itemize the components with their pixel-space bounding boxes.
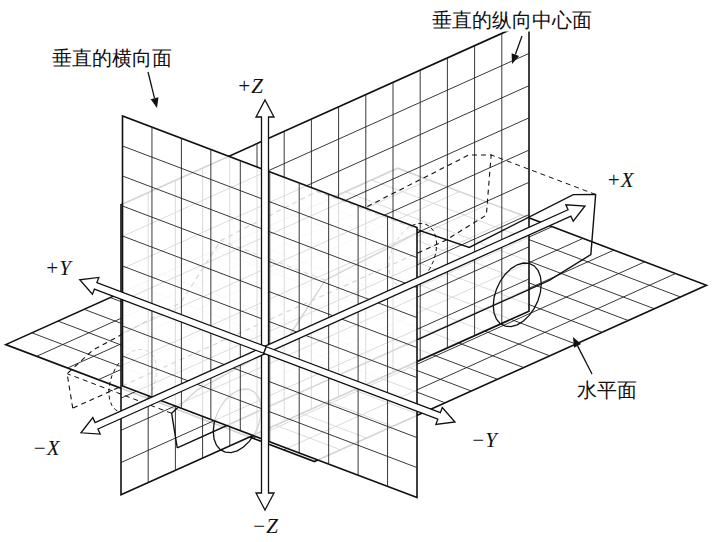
leader-head	[573, 337, 581, 348]
axis-arrow	[264, 347, 455, 425]
plane-name: 垂直的横向面	[49, 47, 175, 70]
leaders	[148, 36, 592, 374]
grid-line	[328, 194, 329, 464]
grid-line	[269, 172, 270, 442]
grid-line	[420, 70, 421, 360]
plane-outline	[123, 116, 418, 498]
axes	[80, 100, 585, 510]
axis-arrow	[256, 100, 274, 350]
axis-arrow	[80, 277, 266, 353]
transverse-plane	[123, 116, 418, 498]
grid-line	[123, 236, 418, 348]
grid-line	[240, 161, 241, 431]
grid-line	[358, 205, 359, 475]
axis-label: −Y	[468, 428, 500, 452]
car-line	[491, 155, 596, 195]
leader-head	[512, 53, 520, 64]
grid-line	[151, 127, 152, 397]
axis-label: +Y	[42, 256, 74, 280]
leader-head	[151, 97, 159, 108]
grid-line	[181, 138, 182, 408]
plane-name: 水平面	[574, 379, 640, 402]
axis-label: +Z	[234, 74, 266, 98]
axis-arrow	[81, 347, 266, 434]
grid-line	[447, 58, 448, 348]
grid-line	[123, 176, 418, 288]
grid-line	[123, 356, 418, 468]
axis-arrow	[264, 205, 585, 353]
axis-label: −Z	[249, 514, 281, 538]
grid-line	[299, 183, 300, 453]
axis-label: −X	[30, 436, 63, 460]
axis-label: +X	[604, 168, 637, 192]
grid-line	[123, 146, 418, 258]
plane-name: 垂直的纵向中心面	[429, 9, 595, 32]
grid-line	[387, 216, 388, 486]
leader-line	[515, 36, 522, 55]
grid-line	[123, 266, 418, 378]
grid-line	[474, 46, 475, 336]
grid-line	[123, 326, 418, 438]
leader-line	[148, 72, 155, 98]
leader-line	[578, 346, 592, 374]
axis-arrow	[256, 350, 274, 510]
car-line	[493, 263, 541, 327]
